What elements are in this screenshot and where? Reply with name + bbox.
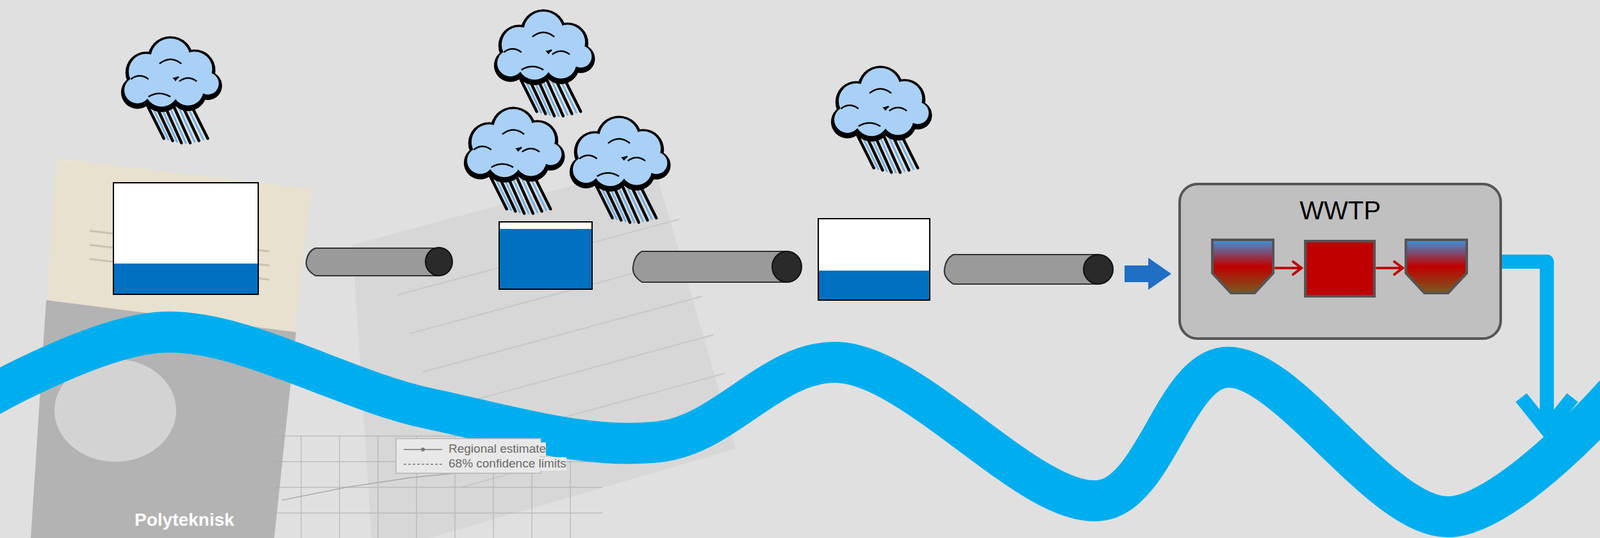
illustration-part: [1275, 266, 1301, 270]
illustration-part: [1521, 397, 1573, 430]
illustration-part: [463, 107, 566, 214]
illustration-part: [1405, 239, 1467, 293]
illustration-part: [377, 435, 379, 538]
illustration-part: [1293, 261, 1302, 275]
illustration-part: [306, 247, 439, 276]
river: [0, 331, 1600, 517]
chart-legend-text: Regional estimate: [448, 442, 546, 456]
treatment-icons: [1212, 239, 1467, 297]
illustration-part: [114, 263, 258, 294]
illustration-part: [499, 228, 592, 289]
illustration-part: [420, 447, 425, 452]
chart-legend-text: 68% confidence limits: [448, 456, 567, 471]
illustration-part: [831, 65, 933, 173]
table-sheet: [352, 163, 736, 538]
illustration-part: [338, 435, 341, 538]
illustration-part: [944, 254, 1099, 284]
illustration-part: [275, 486, 603, 488]
storage-basins: [113, 182, 930, 300]
illustration-part: [275, 511, 603, 514]
node-label: WWTP: [1299, 195, 1381, 225]
illustration-part: [281, 470, 475, 500]
illustration-part: [818, 270, 930, 300]
illustration-part: [1377, 266, 1403, 270]
illustration-part: [1083, 254, 1114, 284]
illustration-part: [1394, 261, 1403, 275]
sewer-pipes: [306, 247, 1114, 284]
illustration-part: [494, 9, 596, 116]
illustration-part: [422, 296, 703, 372]
wwtp-fill: [1178, 182, 1502, 340]
illustration-part: [569, 115, 671, 223]
inflow-arrow: [1124, 257, 1172, 290]
illustration-part: [499, 221, 593, 289]
illustration-part: [1212, 239, 1274, 293]
illustration-part: [113, 182, 259, 295]
illustration-part: [403, 463, 443, 465]
illustration-part: [121, 36, 223, 143]
publisher-watermark: Polyteknisk: [134, 510, 235, 530]
outflow-arrow: [1501, 261, 1573, 430]
illustration-part: [818, 218, 930, 300]
illustration-part: [633, 251, 787, 282]
illustration-part: [1305, 240, 1375, 297]
treatment-plant-box: WWTP: [1178, 182, 1502, 340]
illustration-part: [772, 251, 802, 282]
illustration-part: [425, 247, 453, 276]
illustration-part: [1275, 261, 1403, 275]
illustration-part: [352, 163, 736, 538]
illustration-part: [300, 435, 302, 538]
